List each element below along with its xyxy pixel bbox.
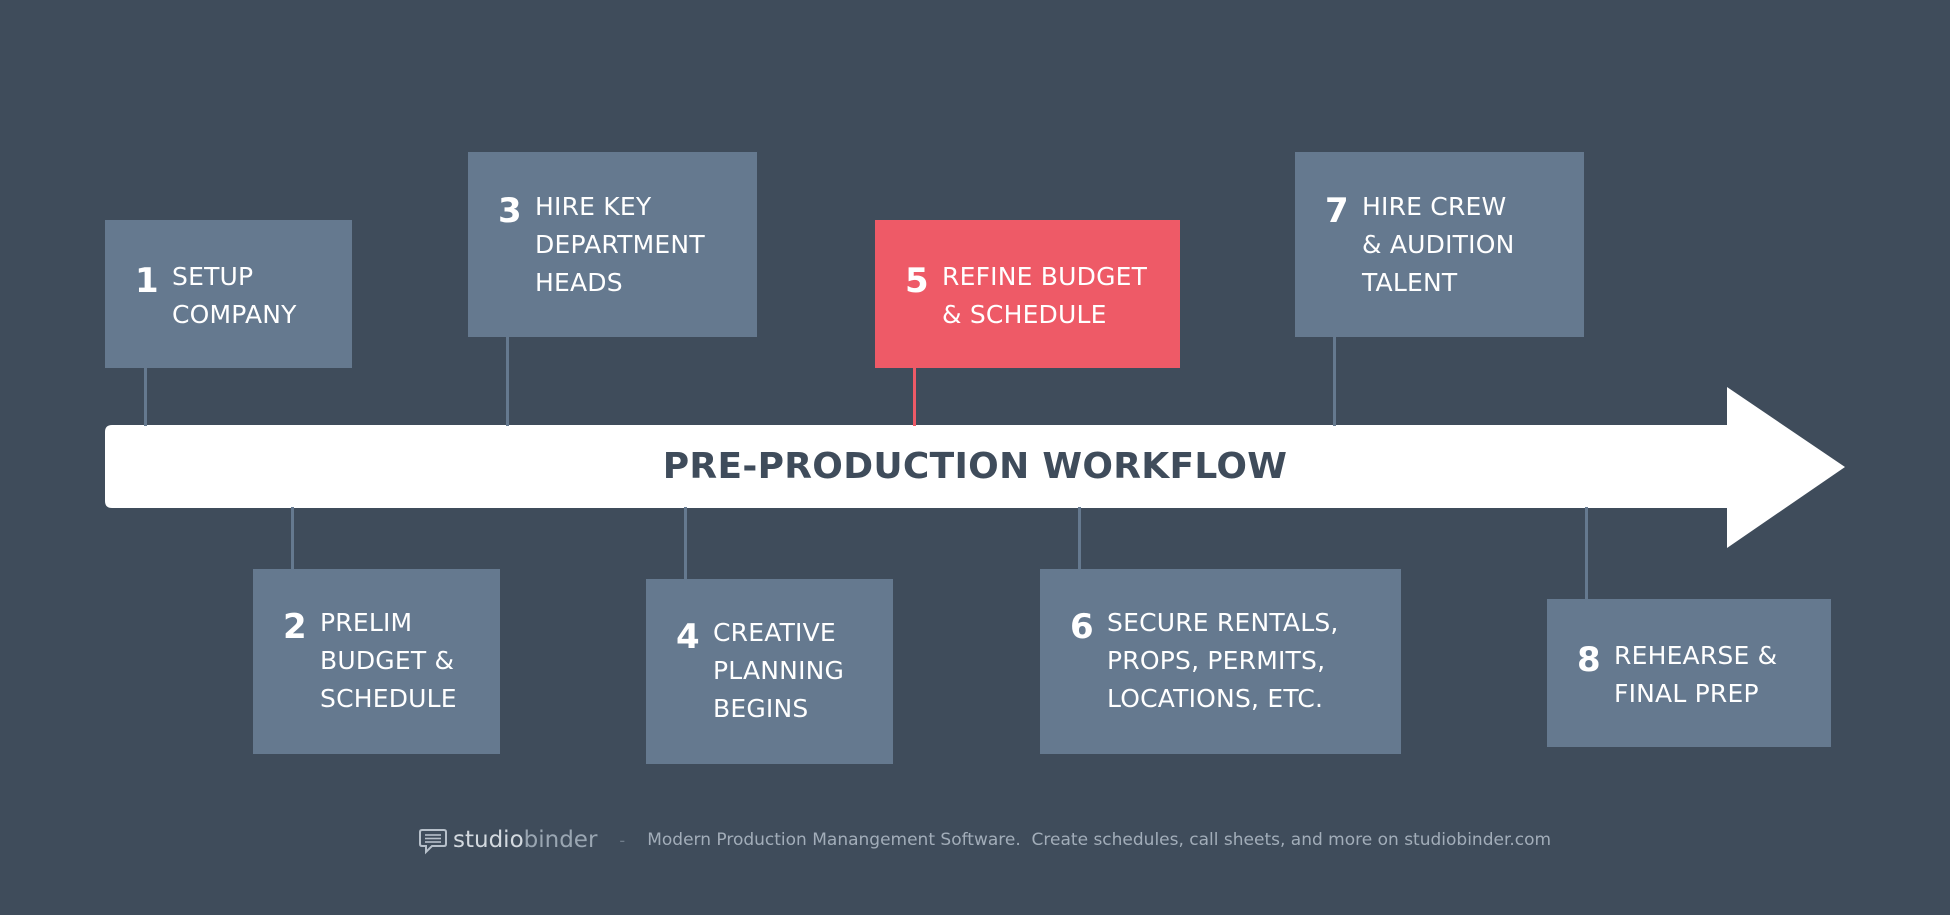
- step-1-box: 1 SETUP COMPANY: [105, 220, 352, 368]
- footer-tagline: Modern Production Manangement Software. …: [647, 830, 1552, 850]
- step-3-box: 3 HIRE KEY DEPARTMENT HEADS: [468, 152, 757, 337]
- step-2-connector: [291, 507, 294, 569]
- step-7-box: 7 HIRE CREW & AUDITION TALENT: [1295, 152, 1584, 337]
- logo-wordmark: studiobinder: [453, 827, 598, 853]
- step-5-connector: [913, 368, 916, 426]
- step-3-number: 3: [498, 191, 522, 231]
- footer-separator: -: [619, 830, 626, 850]
- step-4-number: 4: [676, 617, 700, 657]
- step-3-label: HIRE KEY DEPARTMENT HEADS: [535, 192, 705, 297]
- step-4-box: 4 CREATIVE PLANNING BEGINS: [646, 579, 893, 764]
- step-7-label: HIRE CREW & AUDITION TALENT: [1362, 192, 1515, 297]
- step-4-connector: [684, 507, 687, 579]
- step-5-box: 5 REFINE BUDGET & SCHEDULE: [875, 220, 1180, 368]
- step-6-connector: [1078, 507, 1081, 569]
- step-8-label: REHEARSE & FINAL PREP: [1614, 641, 1778, 708]
- footer: studiobinder - Modern Production Manange…: [418, 822, 1551, 858]
- step-6-label: SECURE RENTALS, PROPS, PERMITS, LOCATION…: [1107, 608, 1339, 713]
- step-3-connector: [506, 337, 509, 426]
- step-1-label: SETUP COMPANY: [172, 262, 297, 329]
- step-1-number: 1: [135, 261, 159, 301]
- step-5-number: 5: [905, 261, 929, 301]
- step-2-label: PRELIM BUDGET & SCHEDULE: [320, 608, 457, 713]
- step-1-connector: [144, 368, 147, 426]
- step-8-box: 8 REHEARSE & FINAL PREP: [1547, 599, 1831, 747]
- speech-bubble-icon: [419, 829, 447, 855]
- step-2-box: 2 PRELIM BUDGET & SCHEDULE: [253, 569, 500, 754]
- step-8-number: 8: [1577, 640, 1601, 680]
- diagram-title: PRE-PRODUCTION WORKFLOW: [662, 446, 1288, 487]
- step-5-label: REFINE BUDGET & SCHEDULE: [942, 262, 1148, 329]
- step-2-number: 2: [283, 607, 307, 647]
- step-7-number: 7: [1325, 191, 1349, 231]
- step-8-connector: [1585, 507, 1588, 599]
- step-4-label: CREATIVE PLANNING BEGINS: [713, 618, 845, 723]
- step-7-connector: [1333, 337, 1336, 426]
- step-6-box: 6 SECURE RENTALS, PROPS, PERMITS, LOCATI…: [1040, 569, 1401, 754]
- step-6-number: 6: [1070, 607, 1094, 647]
